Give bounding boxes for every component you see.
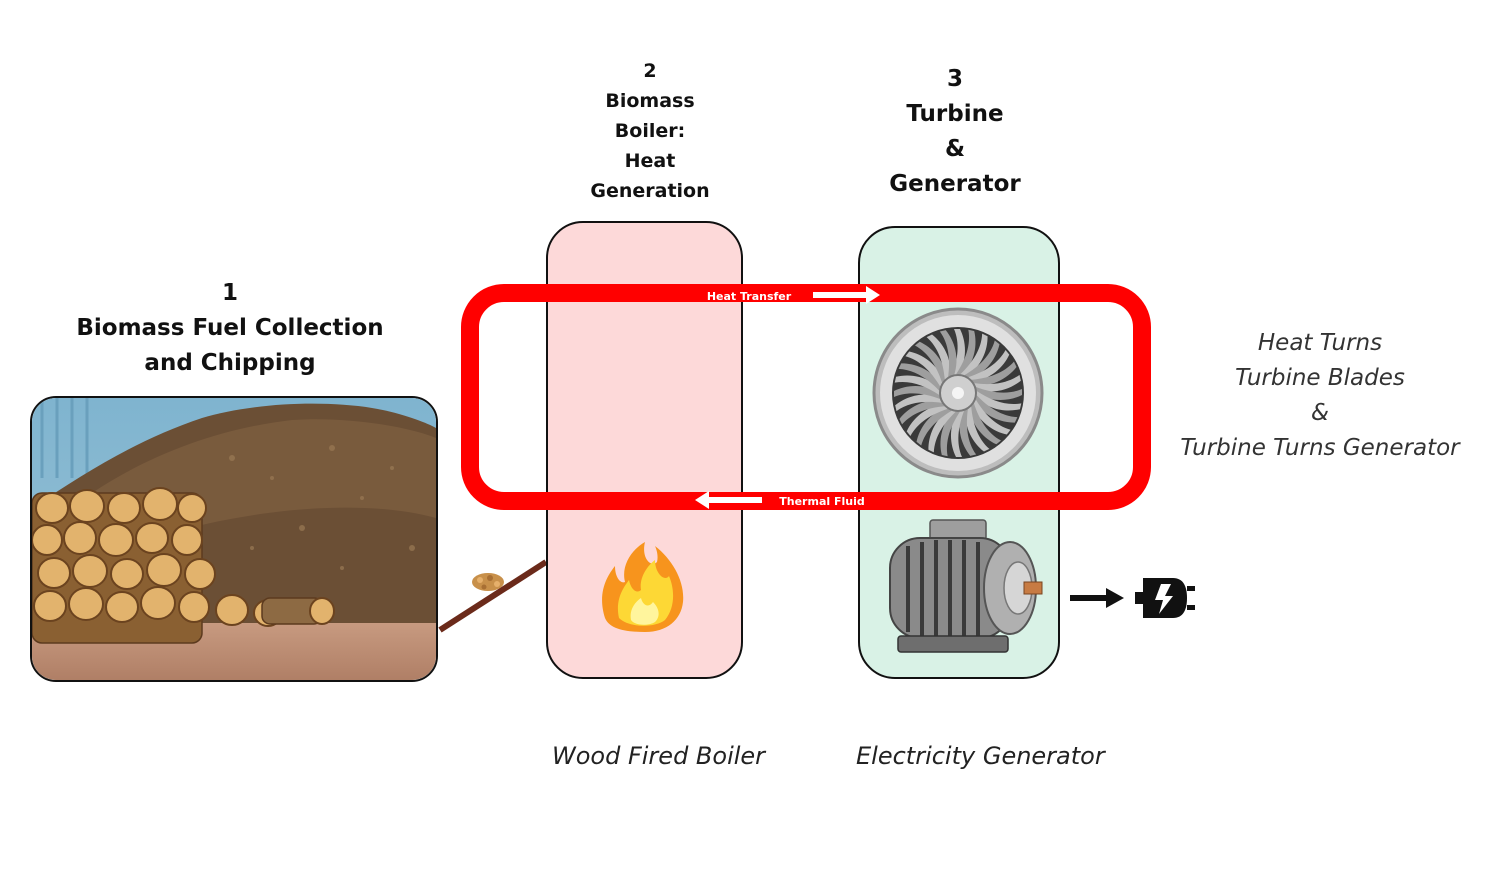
turbine-blade: [905, 351, 944, 387]
turbine-blade: [975, 391, 1022, 411]
step-2-line-1: Biomass: [605, 90, 695, 112]
thermal-fluid-label: Thermal Fluid: [779, 495, 864, 508]
step-1-line-2: and Chipping: [144, 350, 316, 376]
turbine-blade: [974, 395, 1018, 423]
step-3-line-3: Generator: [889, 171, 1021, 197]
wood-pile-photo: [30, 396, 438, 682]
turbine-explanation-line-3: &: [1311, 400, 1329, 426]
boiler-caption: Wood Fired Boiler: [552, 742, 766, 770]
turbine-blade: [969, 403, 1002, 445]
step-3-line-2: &: [944, 136, 966, 162]
turbine-explanation-line-1: Heat Turns: [1257, 330, 1383, 356]
turbine-blade: [971, 361, 1017, 386]
turbine-blade: [914, 341, 947, 383]
heat-transfer-label: Heat Transfer: [707, 290, 792, 303]
boiler-box: [546, 221, 743, 679]
step-2-line-2: Boiler:: [614, 120, 686, 142]
fire-icon: [602, 542, 684, 632]
step-3-title: 3 Turbine & Generator: [860, 62, 1050, 202]
turbine-blade: [894, 386, 940, 399]
turbine-blade: [906, 404, 948, 437]
power-plug-icon: [1135, 578, 1195, 618]
arrow-right-icon: [813, 286, 880, 304]
turbine-blade: [898, 363, 942, 391]
electric-motor-icon: [889, 519, 1043, 653]
step-2-number: 2: [643, 60, 657, 82]
turbine-blade: [940, 410, 960, 457]
turbine-blade: [974, 374, 1021, 392]
step-2-title: 2 Biomass Boiler: Heat Generation: [560, 56, 740, 206]
turbine-explanation-line-4: Turbine Turns Generator: [1180, 435, 1460, 461]
step-2-line-3: Heat: [624, 150, 676, 172]
turbine-explanation-line-2: Turbine Blades: [1235, 365, 1405, 391]
turbine-blade: [916, 407, 952, 446]
wood-chips-icon: [472, 573, 504, 591]
turbine-explanation: Heat Turns Turbine Blades & Turbine Turn…: [1160, 326, 1480, 466]
step-3-line-1: Turbine: [906, 101, 1004, 127]
turbine-blade: [976, 387, 1022, 400]
turbine-blade: [899, 400, 945, 425]
step-1-title: 1 Biomass Fuel Collection and Chipping: [60, 276, 400, 381]
turbine-blade: [956, 329, 976, 376]
turbine-fan-icon: [872, 307, 1044, 479]
turbine-blade: [965, 406, 990, 452]
arrow-right-icon: [1070, 588, 1124, 608]
turbine-blade: [968, 349, 1010, 382]
turbine-blade: [894, 375, 941, 395]
turbine-blade: [952, 329, 965, 375]
turbine-blade: [964, 340, 1000, 379]
turbine-blade: [951, 411, 964, 457]
turbine-blade: [895, 394, 942, 412]
turbine-blade: [960, 333, 988, 377]
wood-pile-illustration: [32, 398, 436, 680]
turbine-blade: [972, 399, 1011, 435]
chip-conveyor: [438, 559, 548, 633]
turbine-blade: [926, 334, 951, 380]
step-2-line-4: Generation: [590, 180, 710, 202]
generator-caption: Electricity Generator: [856, 742, 1105, 770]
step-3-number: 3: [946, 66, 963, 92]
thermal-fluid-loop: [461, 284, 1151, 510]
step-1-number: 1: [221, 280, 238, 306]
arrow-left-icon: [695, 491, 762, 509]
step-1-line-1: Biomass Fuel Collection: [76, 315, 384, 341]
turbine-blade: [939, 330, 957, 377]
turbine-blade: [928, 409, 956, 453]
turbine-blade: [959, 409, 977, 456]
